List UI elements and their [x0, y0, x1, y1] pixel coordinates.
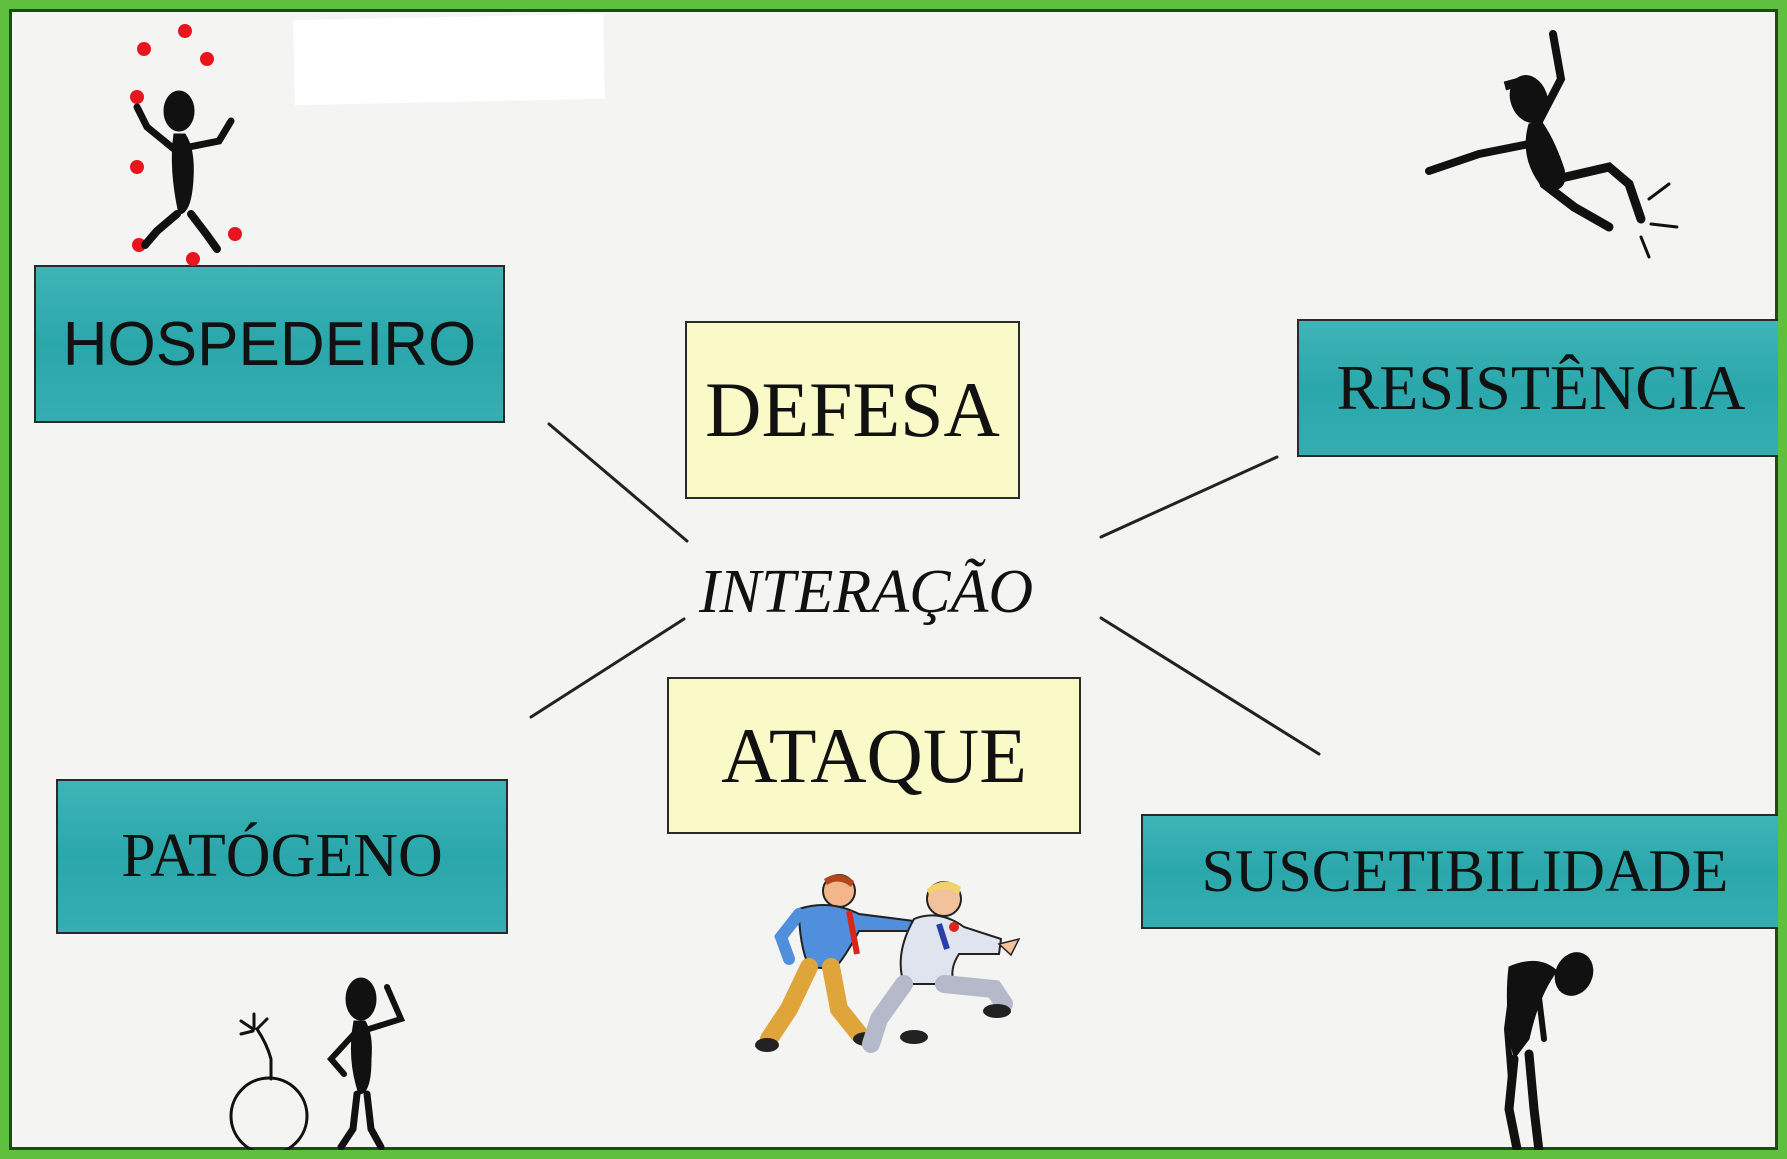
box-resistencia-label: RESISTÊNCIA [1336, 352, 1746, 423]
kicking-stick-figure-icon [1425, 30, 1679, 259]
sad-stick-figure-icon [1503, 952, 1594, 1150]
box-defesa: DEFESA [685, 321, 1020, 499]
box-ataque-label: ATAQUE [721, 711, 1027, 799]
juggler-stick-figure-icon [130, 24, 242, 266]
thinking-stick-figure-icon [326, 977, 406, 1150]
center-label: INTERAÇÃO [699, 558, 1034, 626]
box-resistencia: RESISTÊNCIA [1297, 319, 1778, 457]
box-patogeno-label: PATÓGENO [121, 822, 443, 890]
box-hospedeiro-label: HOSPEDEIRO [62, 309, 477, 379]
box-suscetibilidade: SUSCETIBILIDADE [1141, 814, 1778, 929]
line-resistencia [1099, 455, 1279, 539]
bomb-icon [229, 1012, 309, 1150]
box-defesa-label: DEFESA [705, 366, 1000, 453]
line-hospedeiro [547, 422, 689, 543]
connector-lines [529, 422, 1321, 756]
box-suscetibilidade-label: SUSCETIBILIDADE [1201, 838, 1729, 904]
fighting-men-icon [755, 874, 1021, 1053]
line-suscetibilidade [1099, 616, 1321, 756]
box-ataque: ATAQUE [667, 677, 1081, 834]
box-hospedeiro: HOSPEDEIRO [34, 265, 505, 423]
line-patogeno [529, 617, 686, 719]
box-patogeno: PATÓGENO [56, 779, 508, 934]
